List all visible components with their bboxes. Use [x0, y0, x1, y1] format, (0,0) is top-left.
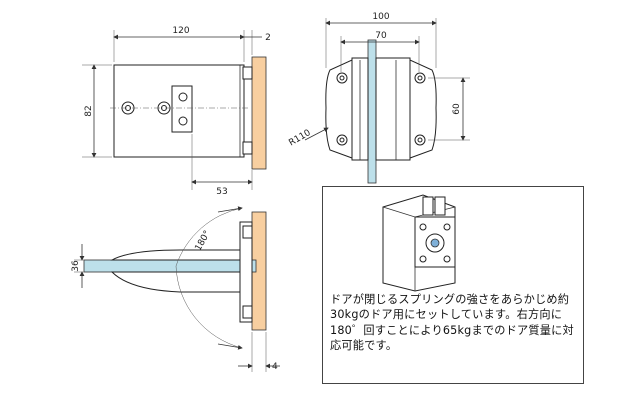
- dim-53: 53: [216, 187, 227, 197]
- dim-120: 120: [172, 26, 189, 36]
- dim-60: 60: [452, 103, 462, 115]
- screw-4: [178, 116, 188, 126]
- rotation-arc: [175, 207, 243, 349]
- bottom-view: [74, 206, 280, 372]
- dim-36: 36: [71, 260, 81, 272]
- hinge-flange-bottom: [242, 141, 253, 155]
- note-text: ドアが閉じるスプリングの強さをあらかじめ約30kgのドア用にセットしています。右…: [330, 293, 574, 352]
- dim-4: 4: [272, 362, 278, 372]
- dim-2: 2: [265, 33, 271, 43]
- dim-70: 70: [375, 31, 387, 41]
- front-view: [82, 30, 267, 190]
- hinge-arm-upper: [110, 249, 245, 261]
- hinge-flange-top: [242, 66, 253, 80]
- dim-82: 82: [84, 105, 94, 116]
- wall-plate-front: [251, 56, 267, 170]
- hinge-plate-right: [409, 59, 437, 159]
- side-view: [304, 18, 470, 184]
- hinge-plate-left: [325, 59, 353, 159]
- note-box: [322, 186, 584, 384]
- dim-100: 100: [372, 12, 389, 22]
- glass-panel-bottom: [83, 259, 257, 273]
- center-block-right: [375, 57, 411, 161]
- detail-illustration: [382, 194, 456, 292]
- dim-radius: R110: [287, 128, 313, 149]
- glass-panel-side: [367, 39, 377, 184]
- screw-3: [178, 92, 188, 102]
